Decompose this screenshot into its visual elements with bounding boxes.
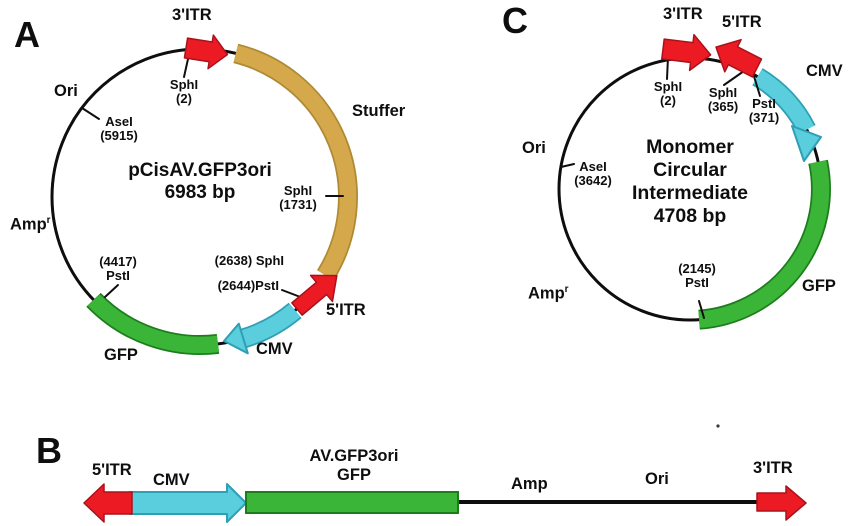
gfp-arc-c xyxy=(698,160,830,328)
plasmid-c-size: 4708 bp xyxy=(653,205,727,227)
site-label-pst1-4417-a: (4417) PstI xyxy=(92,255,144,283)
itr3-arrow-c xyxy=(661,33,712,72)
cmv-label-a: CMV xyxy=(256,340,293,358)
stray-dot xyxy=(716,424,720,428)
cmv-label-b: CMV xyxy=(153,471,190,489)
enzyme-name: AseI xyxy=(105,114,133,129)
tick-ase1-3642-c xyxy=(560,163,575,168)
enzyme-name: PstI xyxy=(685,275,709,290)
itr3-label-c: 3'ITR xyxy=(663,5,703,23)
site-position: (3642) xyxy=(574,173,612,188)
amp-superscript: r xyxy=(564,284,569,295)
gfp-bar-b xyxy=(245,491,459,514)
cmv-arrow-c-head xyxy=(791,125,822,162)
plasmid-a-diagram xyxy=(50,34,358,355)
site-label-sph1-1731-a: SphI (1731) xyxy=(272,184,324,212)
site-label-sph1-2-c: SphI (2) xyxy=(642,80,694,108)
cmv-arrow-b xyxy=(129,483,247,523)
enzyme-name: SphI xyxy=(169,77,199,92)
site-position: (4417) xyxy=(99,254,137,269)
site-label-sph1-2-a: SphI (2) xyxy=(158,78,210,106)
enzyme-name: PstI xyxy=(106,268,130,283)
tick-pst1-4417-a xyxy=(104,284,119,298)
amp-label-c: Ampr xyxy=(528,281,569,303)
itr3-arrow-a xyxy=(183,34,229,70)
ori-label-a: Ori xyxy=(54,82,78,100)
tick-sph1-365-c xyxy=(723,70,745,86)
site-position: (2) xyxy=(660,93,676,108)
plasmid-a-size: 6983 bp xyxy=(164,182,236,203)
tick-pst1-2145-c xyxy=(698,300,705,319)
gfp-arc-a xyxy=(87,293,220,354)
linear-construct-b-diagram xyxy=(83,424,807,523)
plasmid-c-diagram xyxy=(557,33,831,330)
itr3-arrow-b xyxy=(756,485,807,521)
stuffer-label-a: Stuffer xyxy=(352,102,406,120)
site-position: (5915) xyxy=(100,128,138,143)
plasmid-a-name: pCisAV.GFP3ori xyxy=(128,160,272,181)
tick-pst1-371-c xyxy=(752,72,761,97)
itr5-label-b: 5'ITR xyxy=(92,461,132,479)
site-label-pst1-371-c: PstI (371) xyxy=(739,97,789,125)
ori-label-c: Ori xyxy=(522,139,546,157)
itr3-label-a: 3'ITR xyxy=(172,6,212,24)
plasmid-c-name-line1: Monomer xyxy=(646,136,734,158)
panel-c-letter: C xyxy=(502,0,528,41)
site-position: (2) xyxy=(176,91,192,106)
site-label-ase1-3642-c: AseI (3642) xyxy=(564,160,622,188)
amp-text: Amp xyxy=(528,284,565,303)
gfp-label-b: GFP xyxy=(337,466,371,484)
enzyme-name: SphI xyxy=(708,85,738,100)
cmv-arrow-a-body xyxy=(240,303,301,347)
gfp-label-c: GFP xyxy=(802,277,836,295)
amp-superscript: r xyxy=(46,215,51,226)
site-label-sph1-365-c: SphI (365) xyxy=(698,86,748,114)
site-position: (1731) xyxy=(279,197,317,212)
amp-label-a: Ampr xyxy=(10,212,51,234)
tick-sph1-2-c xyxy=(666,56,669,80)
construct-b-name: AV.GFP3ori xyxy=(309,447,399,465)
enzyme-name: SphI xyxy=(653,79,683,94)
cmv-label-c: CMV xyxy=(806,62,843,80)
plasmid-c-name-line2: Circular xyxy=(653,159,727,181)
ori-label-b: Ori xyxy=(645,470,669,488)
enzyme-name: AseI xyxy=(579,159,607,174)
site-label-pst1-2644-a: (2644)PstI xyxy=(217,278,279,293)
stuffer-arc xyxy=(233,45,357,280)
site-label-ase1-5915-a: AseI (5915) xyxy=(88,115,150,143)
gfp-label-a: GFP xyxy=(104,346,138,364)
site-position: (2145) xyxy=(678,261,716,276)
plasmid-a-title: pCisAV.GFP3ori 6983 bp xyxy=(105,160,295,204)
itr5-arrow-c xyxy=(715,38,763,78)
amp-label-b: Amp xyxy=(511,475,548,493)
plasmid-c-title: Monomer Circular Intermediate 4708 bp xyxy=(606,136,774,228)
cmv-arrow-c-body xyxy=(753,69,815,134)
panel-b-letter: B xyxy=(36,430,62,471)
amp-text: Amp xyxy=(10,215,47,234)
cmv-arrow-a-head xyxy=(223,322,249,355)
site-position: (365) xyxy=(707,99,739,114)
itr5-label-a: 5'ITR xyxy=(326,301,366,319)
plasmid-c-name-line3: Intermediate xyxy=(632,182,748,204)
itr5-arrow-a xyxy=(291,274,338,316)
site-label-sph1-2638-a: (2638) SphI xyxy=(214,253,284,268)
site-position: (371) xyxy=(748,110,780,125)
site-label-pst1-2145-c: (2145) PstI xyxy=(668,262,726,290)
tick-ase1-5915-a xyxy=(81,107,100,120)
panel-a-letter: A xyxy=(14,14,40,55)
construct-b-title: AV.GFP3ori GFP xyxy=(278,447,430,485)
itr3-label-b: 3'ITR xyxy=(753,459,793,477)
itr5-arrow-b xyxy=(83,483,133,523)
enzyme-name: SphI xyxy=(283,183,313,198)
enzyme-name: PstI xyxy=(752,96,776,111)
itr5-label-c: 5'ITR xyxy=(722,13,762,31)
